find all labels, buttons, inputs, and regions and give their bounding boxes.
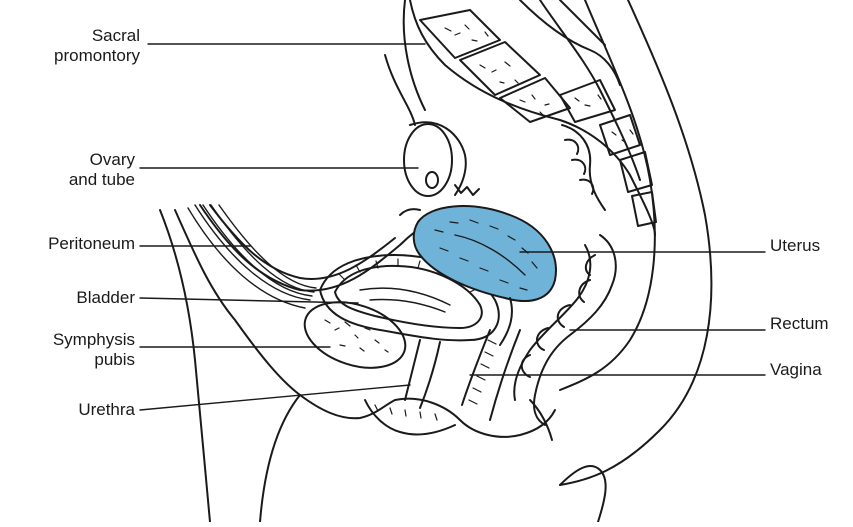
label-uterus: Uterus	[770, 236, 820, 256]
cervix	[500, 298, 512, 345]
label-sacral-promontory-line1: Sacral	[54, 26, 140, 46]
bladder-lumen	[360, 288, 450, 312]
label-rectum-text: Rectum	[770, 314, 829, 334]
label-peritoneum-text: Peritoneum	[48, 234, 135, 254]
lower-front-thigh	[260, 395, 300, 522]
vertebra-3	[500, 78, 570, 122]
label-urethra-text: Urethra	[78, 400, 135, 420]
vertebra-4	[560, 80, 615, 122]
body-back-contour	[560, 0, 711, 485]
labia	[365, 400, 455, 434]
label-ovary-line1: Ovary	[69, 150, 135, 170]
leader-urethra	[140, 385, 410, 410]
urethra-line-2	[420, 342, 440, 408]
sacrum-outline	[410, 0, 655, 235]
label-bladder: Bladder	[76, 288, 135, 308]
vertebra-2	[460, 42, 540, 95]
label-symphysis-pubis: Symphysis pubis	[53, 330, 135, 370]
label-ovary-and-tube: Ovary and tube	[69, 150, 135, 190]
label-vagina-text: Vagina	[770, 360, 822, 380]
label-vagina: Vagina	[770, 360, 822, 380]
perineum	[300, 395, 555, 437]
uterus-fundus-line	[400, 209, 420, 215]
label-sacral-promontory-line2: promontory	[54, 46, 140, 66]
body-front-contour	[160, 210, 210, 522]
tube-fimbriae	[455, 185, 479, 195]
leader-bladder	[140, 298, 358, 303]
label-peritoneum: Peritoneum	[48, 234, 135, 254]
label-urethra: Urethra	[78, 400, 135, 420]
uterus-body	[414, 206, 556, 301]
label-uterus-text: Uterus	[770, 236, 820, 256]
ovarian-ligament	[385, 55, 415, 125]
label-sacral-promontory: Sacral promontory	[54, 26, 140, 66]
label-ovary-line2: and tube	[69, 170, 135, 190]
label-symphysis-line1: Symphysis	[53, 330, 135, 350]
vagina-anterior	[462, 330, 490, 405]
abdominal-muscle	[188, 205, 316, 308]
urethra-line	[405, 340, 420, 400]
ovary-follicle	[426, 172, 438, 188]
label-symphysis-line2: pubis	[53, 350, 135, 370]
label-bladder-text: Bladder	[76, 288, 135, 308]
sigmoid-colon	[562, 125, 605, 210]
label-rectum: Rectum	[770, 314, 829, 334]
